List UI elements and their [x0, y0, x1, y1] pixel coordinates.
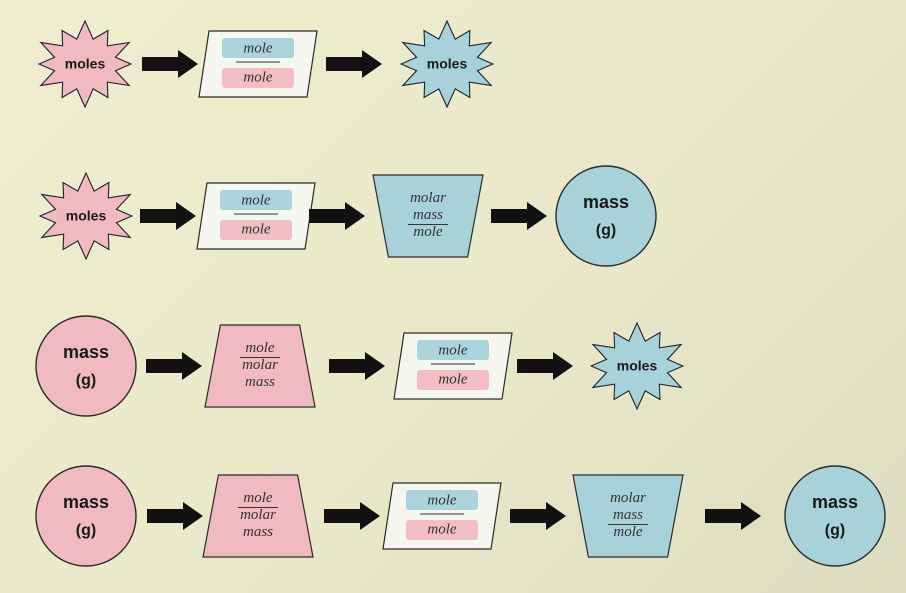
right-arrow-icon — [491, 202, 547, 230]
right-arrow-icon — [326, 50, 382, 78]
step-circle: mass (g) — [784, 465, 886, 567]
fraction-denominator: mole — [243, 69, 273, 85]
step-parallelogram: mole mole — [198, 30, 318, 98]
step-circle: mass (g) — [35, 315, 137, 417]
fraction-numerator: mole — [243, 40, 273, 56]
right-arrow-icon — [517, 352, 573, 380]
right-arrow-icon — [510, 502, 566, 530]
fraction-numerator: mole — [245, 340, 275, 356]
step-circle: mass (g) — [555, 165, 657, 267]
fraction-denominator: mole — [413, 224, 443, 240]
step-star: moles — [36, 18, 134, 110]
circle-label-bottom: (g) — [76, 372, 96, 389]
step-star: moles — [588, 320, 686, 412]
step-arrow — [329, 352, 385, 380]
star-shape — [38, 171, 134, 261]
circle-label-bottom: (g) — [825, 522, 845, 539]
inverted-trapezoid-shape — [572, 474, 684, 558]
numerator-shading — [220, 190, 292, 210]
star-shape — [589, 321, 685, 411]
numerator-shading — [417, 340, 489, 360]
step-star: moles — [398, 18, 496, 110]
circle-shape — [555, 165, 657, 267]
fraction-numerator: mole — [438, 342, 468, 358]
step-arrow — [491, 202, 547, 230]
trapezoid-shape — [202, 474, 314, 558]
step-star: moles — [37, 170, 135, 262]
denominator-shading — [417, 370, 489, 390]
denominator-shading — [222, 68, 294, 88]
circle-label-bottom: (g) — [596, 222, 616, 239]
step-arrow — [705, 502, 761, 530]
star-label: moles — [66, 208, 107, 224]
fraction-denominator: mole — [241, 221, 271, 237]
step-arrow — [140, 202, 196, 230]
step-arrow — [324, 502, 380, 530]
fraction-numerator: mole — [241, 192, 271, 208]
step-arrow — [142, 50, 198, 78]
circle-label-bottom: (g) — [76, 522, 96, 539]
fraction-denominator: mole — [613, 524, 643, 540]
right-arrow-icon — [329, 352, 385, 380]
step-parallelogram: mole mole — [196, 182, 316, 250]
step-parallelogram: mole mole — [382, 482, 502, 550]
star-label: moles — [65, 56, 106, 72]
step-parallelogram: mole mole — [393, 332, 513, 400]
inverted-trapezoid-shape — [372, 174, 484, 258]
step-arrow — [510, 502, 566, 530]
right-arrow-icon — [147, 502, 203, 530]
numerator-shading — [222, 38, 294, 58]
step-circle: mass (g) — [35, 465, 137, 567]
fraction-denominator: mole — [427, 521, 457, 537]
circle-shape — [35, 465, 137, 567]
right-arrow-icon — [324, 502, 380, 530]
circle-label-top: mass — [583, 192, 629, 212]
denominator-shading — [220, 220, 292, 240]
fraction-denominator: mole — [438, 371, 468, 387]
circle-label-top: mass — [812, 492, 858, 512]
step-arrow — [326, 50, 382, 78]
fraction-numerator: mole — [427, 492, 457, 508]
denominator-shading — [406, 520, 478, 540]
right-arrow-icon — [146, 352, 202, 380]
trapezoid-shape — [204, 324, 316, 408]
circle-label-top: mass — [63, 342, 109, 362]
fraction-numerator: mole — [243, 490, 273, 506]
star-label: moles — [617, 358, 658, 374]
right-arrow-icon — [140, 202, 196, 230]
step-arrow — [147, 502, 203, 530]
circle-shape — [35, 315, 137, 417]
circle-label-top: mass — [63, 492, 109, 512]
step-arrow — [517, 352, 573, 380]
right-arrow-icon — [142, 50, 198, 78]
star-shape — [37, 19, 133, 109]
numerator-shading — [406, 490, 478, 510]
step-arrow — [309, 202, 365, 230]
conversion-row-1: moles mole mole moles — [36, 18, 496, 110]
right-arrow-icon — [309, 202, 365, 230]
right-arrow-icon — [705, 502, 761, 530]
circle-shape — [784, 465, 886, 567]
star-label: moles — [427, 56, 468, 72]
star-shape — [399, 19, 495, 109]
step-arrow — [146, 352, 202, 380]
